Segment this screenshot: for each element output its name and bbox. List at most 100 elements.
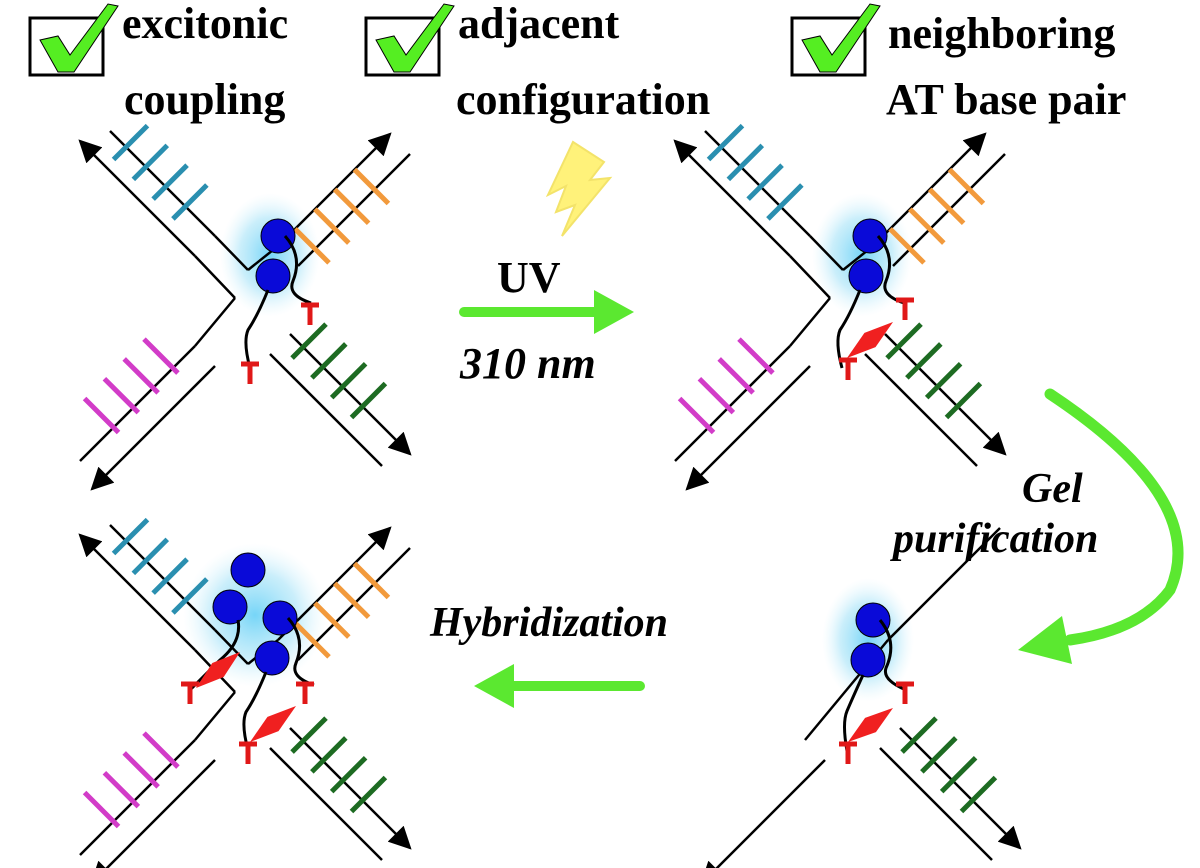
strand [194, 255, 236, 299]
base-pair-magenta [122, 357, 160, 395]
base-pair-magenta [122, 751, 160, 789]
base-pair-magenta [82, 790, 121, 829]
strand [289, 333, 412, 456]
hybridization-arrow-icon [474, 664, 645, 708]
base-pair-magenta [102, 376, 141, 415]
dye-molecule [850, 642, 886, 678]
strand [269, 353, 383, 467]
exciton-glow [183, 543, 327, 687]
base-pair-orange [927, 187, 966, 226]
thymine-marker [896, 681, 914, 704]
strand [700, 759, 826, 868]
uv-label: UV [497, 253, 561, 302]
thymine-marker [241, 361, 259, 384]
base-pair-orange [293, 227, 331, 265]
base-pair-magenta [142, 731, 180, 769]
strand [214, 235, 249, 271]
holliday-junction-after-uv [673, 123, 1007, 491]
dye-linker [836, 289, 862, 369]
dye-molecule [212, 589, 248, 625]
base-pair-orange [332, 187, 371, 226]
base-pair-green [310, 342, 348, 380]
strand [194, 297, 236, 347]
strand [884, 333, 1007, 456]
base-pair-green [290, 322, 328, 360]
base-pair-green [885, 322, 923, 360]
gel-label-line2: purification [890, 516, 1098, 562]
gel-arrowhead [1018, 616, 1072, 664]
dye-linker [286, 616, 315, 687]
strand [194, 691, 236, 741]
base-pair-magenta [717, 357, 755, 395]
checkmark-icon [801, 3, 881, 73]
thymine-dimer-crosslink [196, 652, 240, 688]
base-pair-green [349, 775, 388, 814]
dye-molecule [255, 258, 291, 294]
thymine-marker [839, 741, 857, 764]
dye-linker [242, 671, 268, 751]
dye-molecule [855, 602, 891, 638]
strand [90, 365, 216, 491]
base-pair-orange [352, 167, 391, 206]
base-pair-magenta [142, 337, 180, 375]
base-pair-blue [151, 557, 189, 595]
dye-molecule [848, 258, 884, 294]
base-pair-green [944, 381, 983, 420]
holliday-junction-before-uv [78, 123, 412, 491]
base-pair-blue [746, 163, 784, 201]
base-pair-orange [332, 581, 371, 620]
base-pair-blue [706, 123, 745, 162]
checklist-item-1-line2: coupling [124, 75, 285, 124]
strand [685, 365, 811, 491]
gel-arrow-icon [1044, 388, 1184, 646]
wavelength-label: 310 nm [459, 339, 596, 388]
strand [789, 255, 831, 299]
base-pair-green [920, 736, 958, 774]
checklist-item-3-line1: neighboring [888, 9, 1115, 58]
thymine-dimer-crosslink [250, 706, 296, 742]
uv-arrow-icon [459, 290, 634, 334]
dye-linker [244, 289, 270, 369]
base-pair-green [905, 342, 943, 380]
dye-linker [283, 234, 312, 305]
dye-linker [843, 674, 865, 752]
dye-molecule [852, 218, 888, 254]
thymine-marker [239, 741, 257, 764]
base-pair-blue [131, 537, 170, 576]
base-pair-orange [313, 207, 351, 245]
checklist-item-1-line1: excitonic [122, 0, 288, 48]
checkmark-icon [39, 3, 119, 73]
base-pair-blue [111, 517, 150, 556]
strand [79, 739, 196, 856]
base-pair-orange [908, 207, 946, 245]
base-pair-orange [293, 621, 331, 659]
base-pair-green [900, 716, 938, 754]
base-pair-orange [888, 227, 926, 265]
dye-molecule [230, 552, 266, 588]
thymine-dimer-crosslink [847, 322, 893, 358]
exciton-glow [822, 578, 914, 702]
strand [887, 527, 1001, 641]
base-pair-magenta [82, 396, 121, 435]
dye-linker [878, 619, 907, 692]
hybridization-label: Hybridization [429, 600, 668, 646]
strand [864, 353, 978, 467]
strand [78, 533, 196, 651]
base-pair-orange [352, 561, 391, 600]
thymine-dimer-crosslink [848, 708, 893, 742]
strand [269, 747, 383, 861]
thymine-marker [301, 302, 319, 325]
dye-molecule [254, 640, 290, 676]
strand [90, 759, 216, 868]
base-pair-orange [313, 601, 351, 639]
base-pair-blue [726, 143, 765, 182]
base-pair-blue [171, 577, 209, 615]
base-pair-green [924, 361, 963, 400]
dye-molecule [260, 218, 296, 254]
checklist-item-2-line2: configuration [456, 75, 710, 124]
half-junction-purified [700, 527, 1022, 868]
checklist-item-2-line1: adjacent [458, 0, 620, 48]
holliday-junction-hybridized [78, 517, 412, 868]
strand [789, 297, 831, 347]
